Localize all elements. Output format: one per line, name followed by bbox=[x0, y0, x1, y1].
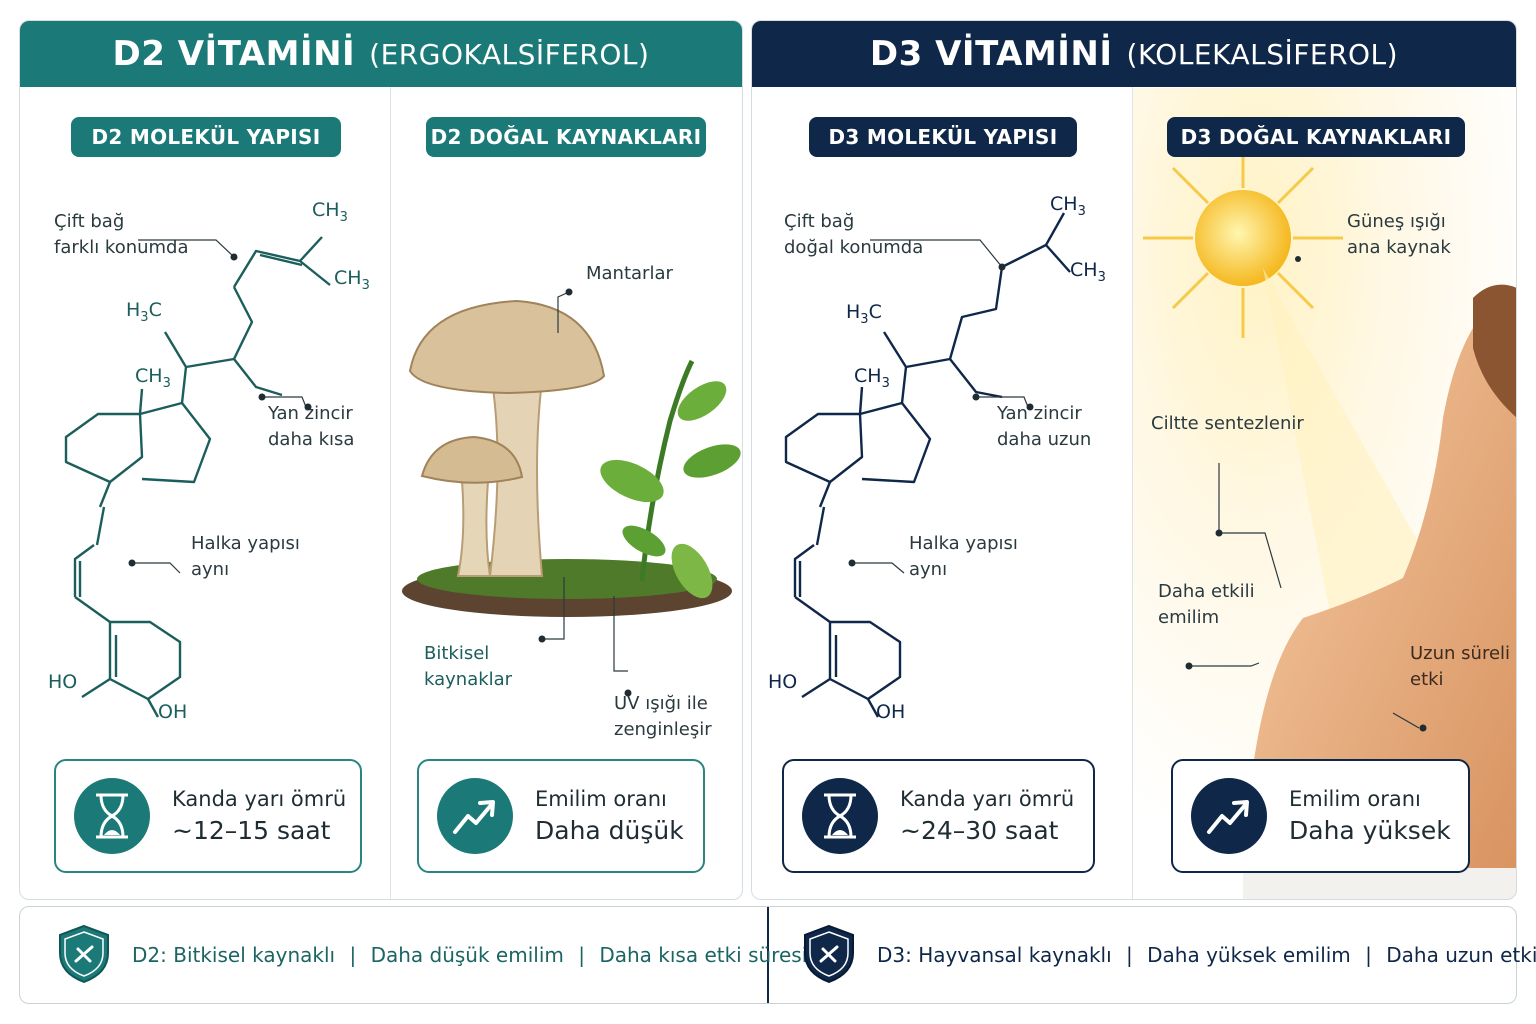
d2-header: D2 VİTAMİNİ (ERGOKALSİFEROL) bbox=[20, 21, 742, 87]
summary-bar: D2: Bitkisel kaynaklı | Daha düşük emili… bbox=[19, 906, 1536, 1004]
d2-summary: D2: Bitkisel kaynaklı | Daha düşük emili… bbox=[20, 907, 807, 1003]
d2-side-chain-label-2: daha kısa bbox=[268, 429, 355, 450]
d2-summary-text: D2: Bitkisel kaynaklı | Daha düşük emili… bbox=[132, 943, 807, 967]
summary-separator: | bbox=[578, 943, 585, 967]
d2-panel: D2 VİTAMİNİ (ERGOKALSİFEROL) D2 MOLEKÜL … bbox=[19, 20, 743, 900]
d2-chem-oh: OH bbox=[158, 701, 188, 723]
d3-side-chain-label: Yan zincir bbox=[997, 403, 1082, 424]
trending-up-icon bbox=[437, 778, 513, 854]
d3-summary-item-3: Daha uzun etki süresi bbox=[1386, 943, 1536, 967]
d2-summary-item-2: Daha düşük emilim bbox=[370, 943, 564, 967]
d2-double-bond-label-2: farklı konumda bbox=[54, 237, 189, 258]
d3-chem-ch3-ring: CH3 bbox=[854, 365, 890, 391]
d3-skin-label: Ciltte sentezlenir bbox=[1151, 413, 1304, 434]
d2-plant-label: Bitkisel bbox=[424, 643, 490, 664]
d2-uv-label: UV ışığı ile bbox=[614, 693, 708, 714]
d3-effective-label-2: emilim bbox=[1158, 607, 1220, 628]
d2-plant-label-2: kaynaklar bbox=[424, 669, 513, 690]
d2-chem-ch3-right: CH3 bbox=[334, 267, 370, 293]
d2-half-life-card: Kanda yarı ömrü ~12–15 saat bbox=[54, 759, 362, 873]
d3-sources-pill: D3 DOĞAL KAYNAKLARI bbox=[1167, 117, 1465, 157]
d2-double-bond-label: Çift bağ bbox=[54, 211, 125, 232]
d3-column-divider bbox=[1132, 87, 1133, 899]
d3-ring-label-2: aynı bbox=[909, 559, 948, 580]
d3-long-label: Uzun süreli bbox=[1410, 643, 1511, 664]
d2-summary-prefix: D2: bbox=[132, 943, 167, 967]
d3-molecule-diagram bbox=[784, 212, 1071, 718]
d3-ring-label: Halka yapısı bbox=[909, 533, 1018, 554]
d2-ring-label: Halka yapısı bbox=[191, 533, 300, 554]
d2-sources-callouts bbox=[538, 288, 632, 697]
d3-summary-item-1: Hayvansal kaynaklı bbox=[918, 943, 1112, 967]
d3-chem-ho: HO bbox=[768, 671, 798, 693]
summary-separator: | bbox=[349, 943, 357, 967]
d2-sources-pill: D2 DOĞAL KAYNAKLARI bbox=[426, 117, 706, 157]
d3-header: D3 VİTAMİNİ (KOLEKALSİFEROL) bbox=[752, 21, 1516, 87]
d3-absorption-label: Emilim oranı bbox=[1289, 787, 1421, 811]
d3-double-bond-label: Çift bağ bbox=[784, 211, 855, 232]
d2-chem-ch3-top: CH3 bbox=[312, 199, 348, 225]
d3-subtitle: (KOLEKALSİFEROL) bbox=[1126, 37, 1399, 71]
hourglass-icon bbox=[802, 778, 878, 854]
d2-ring-label-2: aynı bbox=[191, 559, 230, 580]
d2-subtitle: (ERGOKALSİFEROL) bbox=[369, 37, 650, 71]
d3-structure-pill: D3 MOLEKÜL YAPISI bbox=[809, 117, 1077, 157]
d2-summary-item-1: Bitkisel kaynaklı bbox=[173, 943, 336, 967]
d2-structure-pill: D2 MOLEKÜL YAPISI bbox=[71, 117, 341, 157]
shield-icon bbox=[804, 924, 854, 984]
trending-up-icon bbox=[1191, 778, 1267, 854]
d3-panel: D3 VİTAMİNİ (KOLEKALSİFEROL) bbox=[751, 20, 1517, 900]
d2-absorption-card: Emilim oranı Daha düşük bbox=[417, 759, 705, 873]
hourglass-icon bbox=[74, 778, 150, 854]
d2-title: D2 VİTAMİNİ bbox=[112, 34, 356, 74]
summary-separator: | bbox=[1126, 943, 1133, 967]
d2-chem-ch3-ring: CH3 bbox=[135, 365, 171, 391]
d3-summary-prefix: D3: bbox=[877, 943, 912, 967]
d3-half-life-card: Kanda yarı ömrü ~24–30 saat bbox=[782, 759, 1095, 873]
d2-mushroom-illustration bbox=[402, 299, 741, 617]
d3-chem-ch3-right: CH3 bbox=[1070, 259, 1106, 285]
d2-summary-item-3: Daha kısa etki süresi bbox=[599, 943, 808, 967]
d3-long-label-2: etki bbox=[1410, 669, 1444, 690]
d2-molecule-diagram bbox=[64, 236, 331, 718]
d2-mushrooms-label: Mantarlar bbox=[586, 263, 673, 284]
d2-absorption-label: Emilim oranı bbox=[535, 787, 667, 811]
d3-sun-label-2: ana kaynak bbox=[1347, 237, 1451, 258]
d3-side-chain-label-2: daha uzun bbox=[997, 429, 1092, 450]
d3-absorption-card: Emilim oranı Daha yüksek bbox=[1171, 759, 1470, 873]
d3-summary: D3: Hayvansal kaynaklı | Daha yüksek emi… bbox=[769, 907, 1536, 1003]
d2-half-life-label: Kanda yarı ömrü bbox=[172, 787, 347, 811]
shield-icon bbox=[59, 924, 109, 984]
d3-summary-item-2: Daha yüksek emilim bbox=[1147, 943, 1351, 967]
d3-chem-h3c: H3C bbox=[846, 301, 882, 327]
d3-half-life-value: ~24–30 saat bbox=[900, 816, 1059, 845]
d2-half-life-value: ~12–15 saat bbox=[172, 816, 331, 845]
d3-chem-ch3-top: CH3 bbox=[1050, 193, 1086, 219]
d3-absorption-value: Daha yüksek bbox=[1289, 816, 1451, 845]
d3-sun-label: Güneş ışığı bbox=[1347, 211, 1446, 232]
d3-effective-label: Daha etkili bbox=[1158, 581, 1255, 602]
d2-side-chain-label: Yan zincir bbox=[268, 403, 353, 424]
d2-uv-label-2: zenginleşir bbox=[614, 719, 712, 740]
d3-sources-callouts bbox=[1185, 256, 1427, 732]
d3-title: D3 VİTAMİNİ bbox=[869, 34, 1113, 74]
d2-absorption-value: Daha düşük bbox=[535, 816, 684, 845]
d2-chem-ho: HO bbox=[48, 671, 78, 693]
d2-column-divider bbox=[390, 87, 391, 899]
d2-chem-h3c: H3C bbox=[126, 299, 162, 325]
summary-separator: | bbox=[1365, 943, 1372, 967]
d3-summary-text: D3: Hayvansal kaynaklı | Daha yüksek emi… bbox=[877, 943, 1536, 967]
d3-double-bond-label-2: doğal konumda bbox=[784, 237, 924, 258]
d3-chem-oh: OH bbox=[876, 701, 906, 723]
d3-half-life-label: Kanda yarı ömrü bbox=[900, 787, 1075, 811]
